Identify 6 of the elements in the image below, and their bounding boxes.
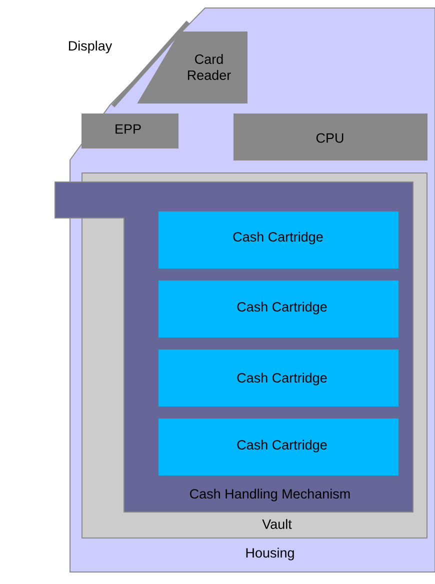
- cash-cartridge-box: Cash Cartridge: [158, 348, 400, 408]
- cash-cartridge-box: Cash Cartridge: [158, 210, 400, 270]
- cpu-box: CPU: [234, 114, 428, 160]
- epp-box: EPP: [82, 114, 178, 148]
- cash-cartridge-box: Cash Cartridge: [158, 280, 400, 338]
- cash-cartridge-box: Cash Cartridge: [158, 418, 400, 476]
